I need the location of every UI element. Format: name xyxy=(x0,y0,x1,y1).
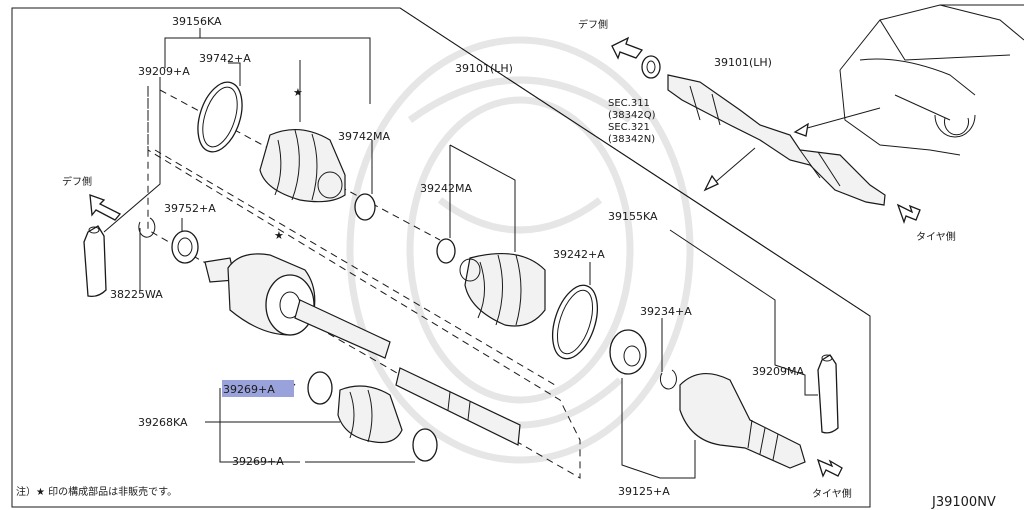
grease-tube-right xyxy=(817,354,839,434)
label-39101LH-main[interactable]: 39101(LH) xyxy=(455,62,513,75)
label-sec311[interactable]: SEC.311 xyxy=(608,98,650,109)
label-39268KA[interactable]: 39268KA xyxy=(138,416,188,429)
label-39742A[interactable]: 39742+A xyxy=(199,52,251,65)
highlighted-part-box xyxy=(222,380,294,397)
boot-band-39242 xyxy=(551,284,599,360)
label-sec321-code: (38342N) xyxy=(608,134,655,145)
watermark-emblem xyxy=(346,36,694,464)
bearing-39752 xyxy=(171,230,199,264)
oil-seal-inset xyxy=(641,55,661,79)
boot-band-39742 xyxy=(197,81,243,153)
label-diff-side-inset: デフ側 xyxy=(578,18,608,31)
leader-lines xyxy=(103,7,871,479)
snap-ring-38225 xyxy=(138,217,156,238)
joint-inner-race xyxy=(609,329,647,375)
label-39101LH-inset[interactable]: 39101(LH) xyxy=(714,56,772,69)
diff-side-arrow-inset xyxy=(611,36,644,60)
tire-side-arrow-inset xyxy=(896,203,921,225)
label-38225WA[interactable]: 38225WA xyxy=(110,288,163,301)
label-39156KA[interactable]: 39156KA xyxy=(172,15,222,28)
label-39752A[interactable]: 39752+A xyxy=(164,202,216,215)
label-39242MA[interactable]: 39242MA xyxy=(420,182,472,195)
label-39125A[interactable]: 39125+A xyxy=(618,485,670,498)
label-39234A[interactable]: 39234+A xyxy=(640,305,692,318)
outer-boot xyxy=(464,253,546,327)
small-band-39242MA xyxy=(436,238,456,264)
label-tire-side-right: タイヤ側 xyxy=(812,487,852,500)
inset-drive-shaft xyxy=(611,4,1024,225)
label-sec311-code: (38342Q) xyxy=(608,110,656,121)
footnote: 注）★ 印の構成部品は非販売です。 xyxy=(16,485,177,498)
boot-band-39269-bottom xyxy=(412,428,438,462)
inner-boot xyxy=(259,128,346,203)
drive-shaft-inset xyxy=(667,74,886,206)
label-39742MA[interactable]: 39742MA xyxy=(338,130,390,143)
label-diff-side-left: デフ側 xyxy=(62,175,92,188)
label-39155KA[interactable]: 39155KA xyxy=(608,210,658,223)
label-sec321[interactable]: SEC.321 xyxy=(608,122,650,133)
star-marker-inner-boot: ★ xyxy=(293,86,303,99)
label-39209A[interactable]: 39209+A xyxy=(138,65,190,78)
small-band-39742MA xyxy=(354,193,376,221)
diagram-code: J39100NV xyxy=(931,495,996,510)
label-39209MA[interactable]: 39209MA xyxy=(752,365,804,378)
label-tire-side-inset: タイヤ側 xyxy=(916,230,956,243)
car-outline xyxy=(839,4,1024,156)
damper-39268KA xyxy=(337,385,403,444)
outer-joint-housing xyxy=(679,373,806,469)
circlip-39234 xyxy=(659,369,677,390)
label-39269A-top[interactable]: 39269+A xyxy=(223,383,275,396)
inner-joint-dashed-outline xyxy=(147,86,581,479)
inner-joint-assembly xyxy=(204,253,391,359)
intermediate-shaft xyxy=(395,367,521,446)
boot-band-39269-top xyxy=(307,371,333,405)
label-39269A-bottom[interactable]: 39269+A xyxy=(232,455,284,468)
star-marker-joint: ★ xyxy=(274,229,284,242)
label-39242A[interactable]: 39242+A xyxy=(553,248,605,261)
grease-tube-left xyxy=(83,225,107,298)
tire-side-arrow-right xyxy=(816,458,843,478)
diff-side-arrow-left xyxy=(89,194,122,221)
